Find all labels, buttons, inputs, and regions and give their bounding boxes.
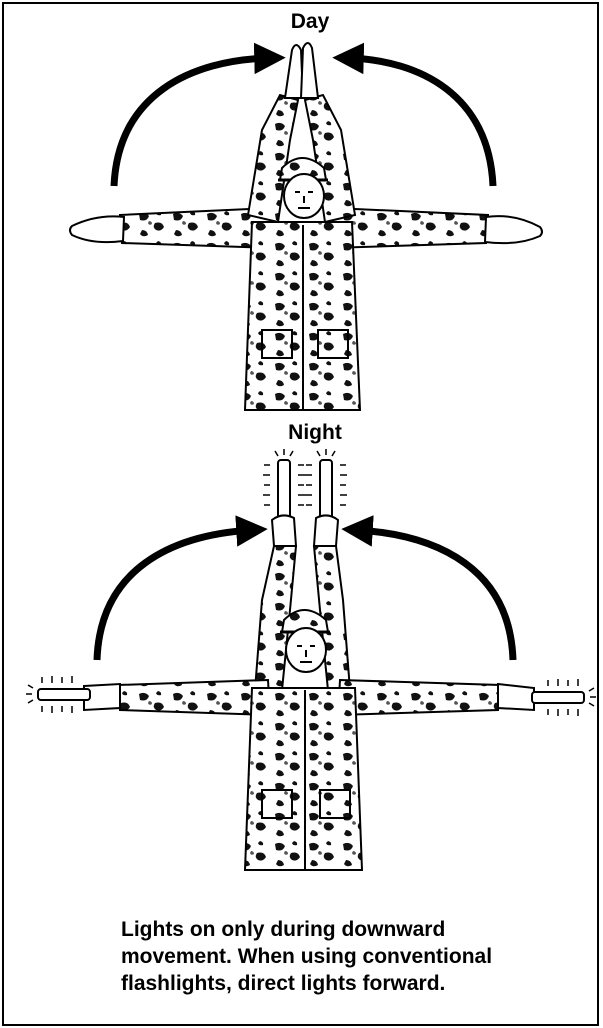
curved-arrow-icon [97, 530, 252, 660]
hand-icon [485, 216, 542, 243]
hand-icon [285, 45, 303, 98]
day-signal-figure [70, 43, 542, 410]
night-signal-figure [26, 449, 596, 870]
hand-icon [314, 515, 338, 546]
figure-caption: Lights on only during downward movement.… [121, 916, 541, 997]
hand-icon [70, 216, 124, 242]
curved-arrow-icon [114, 58, 270, 186]
curved-arrow-icon [348, 58, 493, 186]
light-glow-icon [263, 449, 347, 505]
curved-arrow-icon [357, 530, 513, 660]
hand-icon [498, 684, 534, 710]
hand-icon [272, 515, 296, 546]
flashlight-wand-icon [278, 460, 332, 522]
